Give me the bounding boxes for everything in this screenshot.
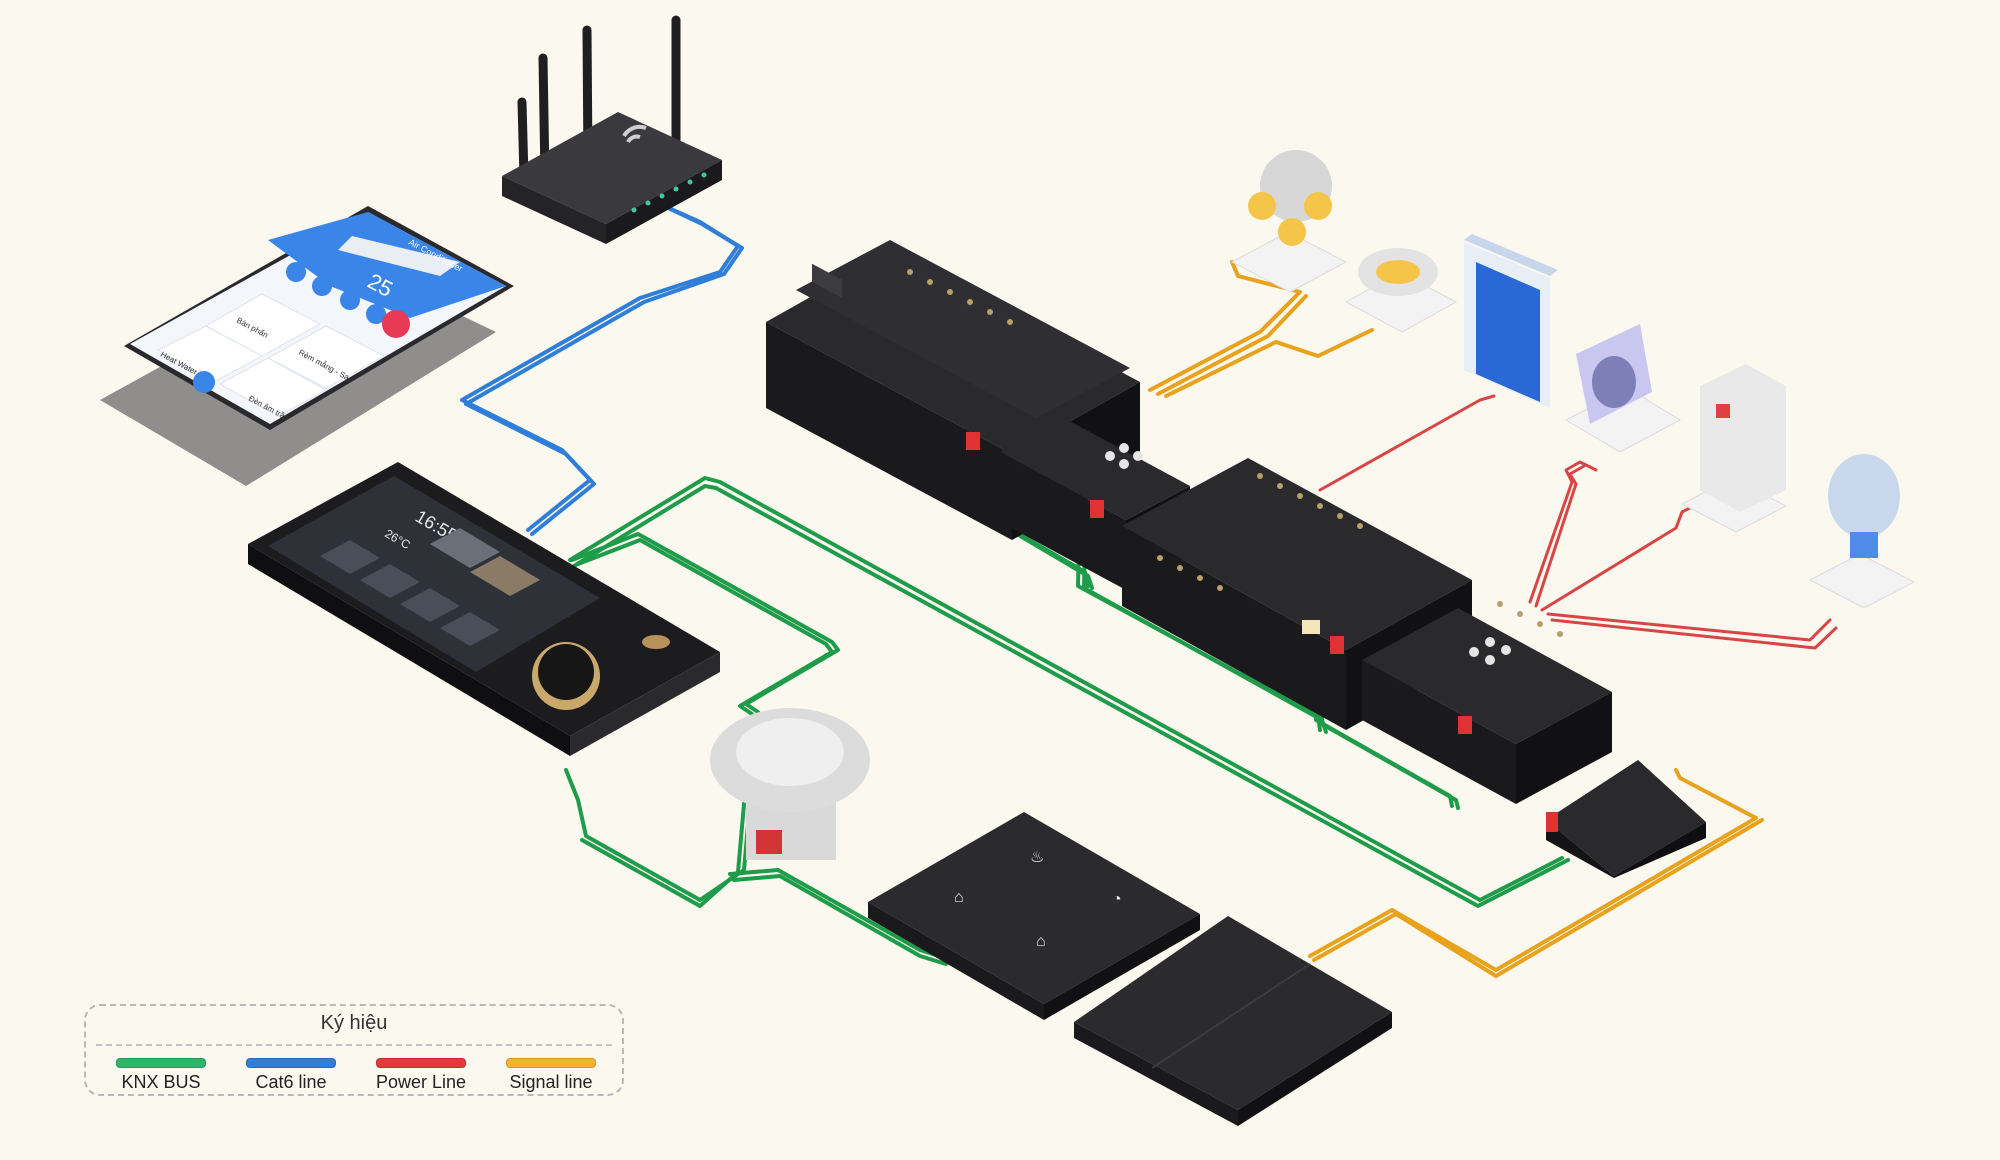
legend-item-signal: Signal line	[496, 1058, 606, 1093]
signal-line	[1148, 260, 1764, 978]
light-bulb	[1808, 454, 1916, 609]
legend-title: Ký hiệu	[320, 1012, 388, 1034]
legend: Ký hiệu KNX BUS Cat6 line Power Line Sig…	[84, 1004, 624, 1096]
curtain	[1464, 234, 1558, 408]
terminal-screws	[907, 269, 1563, 637]
svg-text:◔: ◔	[1112, 891, 1122, 908]
legend-divider	[96, 1044, 612, 1046]
router-leds	[631, 172, 707, 213]
panel-sensor	[642, 635, 670, 649]
downlight	[1344, 248, 1458, 333]
cat6-swatch	[246, 1058, 336, 1068]
legend-item-power: Power Line	[366, 1058, 476, 1093]
router	[502, 15, 722, 244]
exhaust-fan	[1564, 324, 1682, 453]
keypad-2-button	[1074, 916, 1392, 1126]
legend-label-cat6: Cat6 line	[255, 1072, 327, 1092]
power-line	[1318, 394, 1838, 650]
wall-touch-panel: 16:55 26°C	[248, 462, 720, 756]
phone-power-button[interactable]	[382, 310, 410, 338]
knx-interface-module	[1546, 760, 1706, 878]
smartphone: Air Conditioner 25 Bàn phấn Rèm mẫng - S…	[100, 206, 514, 486]
knx-bus-connectors	[966, 432, 1472, 734]
phone-cards	[156, 293, 386, 417]
keypad-icons[interactable]: ♨ ⌂ ◔ ⌂	[954, 849, 1122, 950]
actuator-module-4	[1362, 608, 1612, 804]
svg-text:⌂: ⌂	[1036, 933, 1046, 950]
legend-label-signal: Signal line	[509, 1072, 593, 1092]
power-swatch	[376, 1058, 466, 1068]
spot-light	[1230, 150, 1348, 293]
legend-item-knx-bus: KNX BUS	[106, 1058, 216, 1093]
keypad-4-button: ♨ ⌂ ◔ ⌂	[868, 812, 1200, 1020]
cat6-line	[460, 204, 744, 536]
signal-connector	[1302, 620, 1320, 634]
phone-home-button[interactable]	[193, 371, 215, 393]
svg-text:♨: ♨	[1030, 849, 1044, 866]
panel-tiles	[320, 528, 540, 646]
din-rail-modules	[766, 240, 1612, 804]
water-heater	[1680, 364, 1788, 533]
legend-label-power: Power Line	[375, 1072, 467, 1092]
legend-item-cat6: Cat6 line	[236, 1058, 346, 1093]
svg-text:⌂: ⌂	[954, 889, 964, 906]
wifi-icon	[622, 124, 647, 144]
knx-bus-swatch	[116, 1058, 206, 1068]
legend-label-knx-bus: KNX BUS	[121, 1072, 201, 1092]
signal-swatch	[506, 1058, 596, 1068]
presence-sensor	[710, 708, 870, 860]
module-1-display	[812, 263, 842, 298]
